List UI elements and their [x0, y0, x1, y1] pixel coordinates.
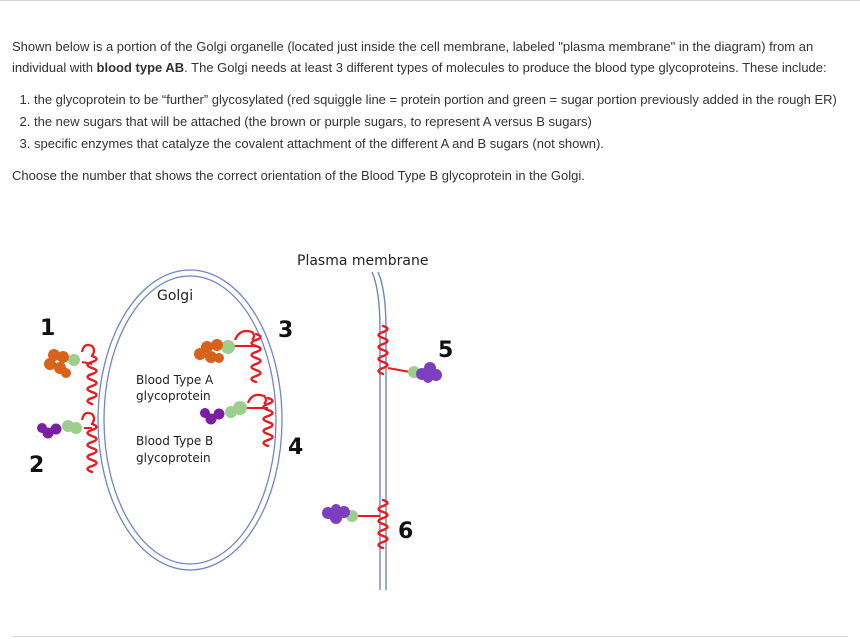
top-divider [0, 0, 860, 1]
option-number-6[interactable]: 6 [398, 519, 413, 544]
type-b-label-line2: glycoprotein [136, 451, 211, 465]
question-text: Shown below is a portion of the Golgi or… [12, 36, 848, 198]
option-6-glycoprotein [322, 498, 389, 550]
option-2-glycoprotein [37, 411, 98, 474]
golgi-membrane [97, 269, 283, 571]
plasma-membrane-label: Plasma membrane [297, 253, 428, 269]
question-prompt: Choose the number that shows the correct… [12, 168, 585, 183]
option-1-glycoprotein [44, 343, 98, 406]
type-b-label-line1: Blood Type B [136, 434, 213, 448]
intro-paragraph: Shown below is a portion of the Golgi or… [12, 39, 827, 75]
option-5-glycoprotein [377, 324, 442, 383]
option-4-glycoprotein [200, 393, 274, 448]
golgi-label: Golgi [157, 288, 193, 304]
option-number-2[interactable]: 2 [29, 453, 44, 478]
option-number-3[interactable]: 3 [278, 318, 293, 343]
type-a-label-line2: glycoprotein [136, 389, 211, 403]
option-number-4[interactable]: 4 [288, 435, 303, 460]
requirement-item: specific enzymes that catalyze the coval… [34, 134, 848, 153]
bottom-divider [12, 636, 848, 637]
requirements-list: the glycoprotein to be “further” glycosy… [12, 90, 848, 153]
blood-type-emphasis: blood type AB [96, 60, 185, 75]
option-number-1[interactable]: 1 [40, 316, 55, 341]
type-a-label-line1: Blood Type A [136, 373, 214, 387]
requirement-item: the new sugars that will be attached (th… [34, 112, 848, 131]
option-number-5[interactable]: 5 [438, 338, 453, 363]
option-3-glycoprotein [194, 329, 262, 384]
requirement-item: the glycoprotein to be “further” glycosy… [34, 90, 848, 109]
